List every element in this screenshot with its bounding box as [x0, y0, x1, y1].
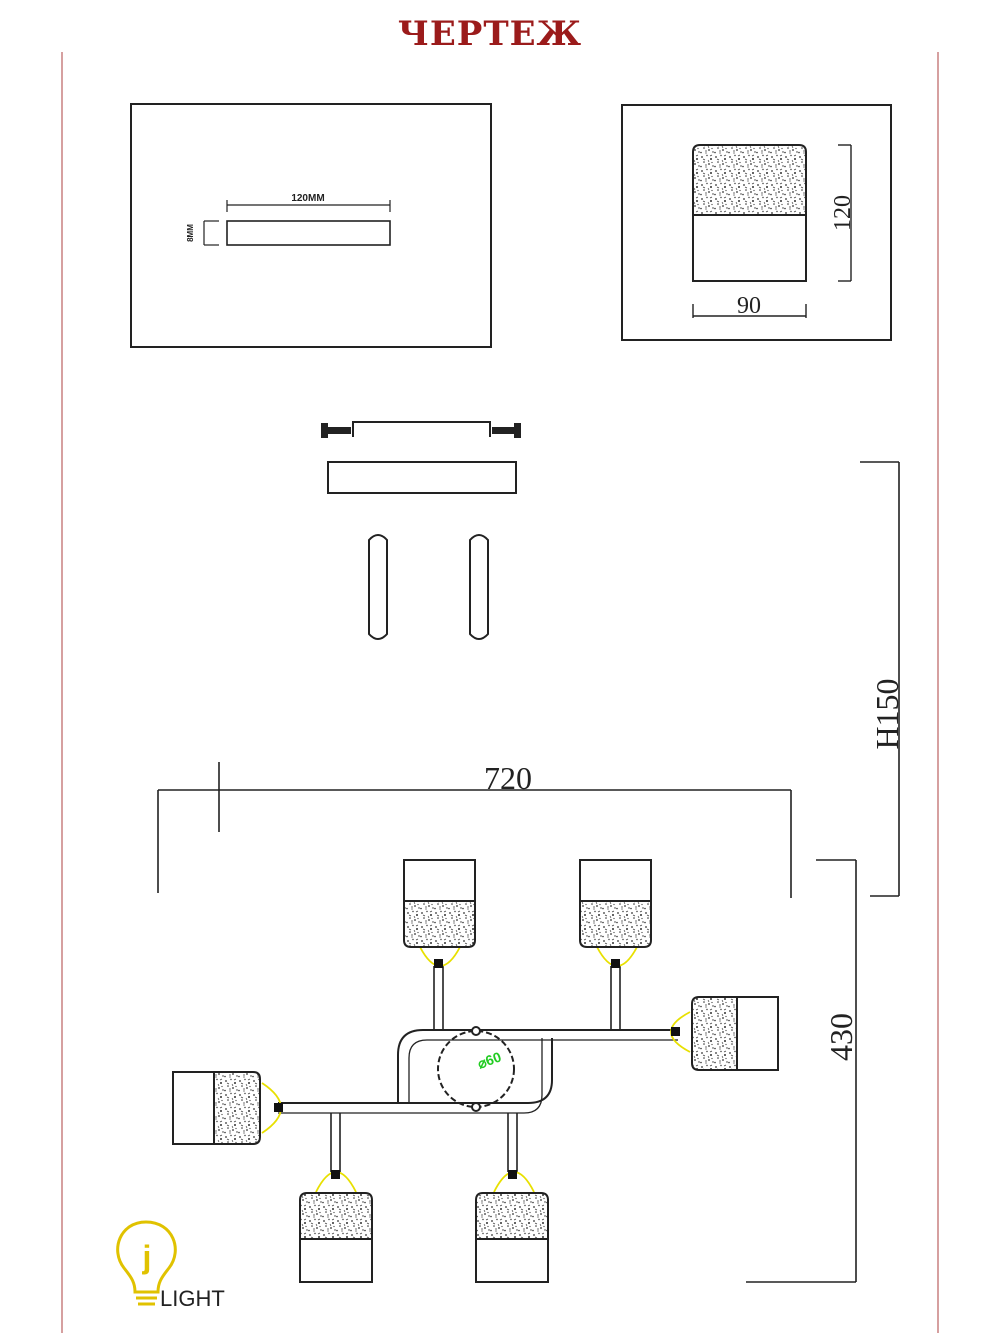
mount-plate-view [130, 103, 492, 348]
support-rod-left [368, 534, 388, 640]
base-screw-top-icon [471, 1026, 481, 1036]
arm-tube-upper [397, 1029, 678, 1103]
screw-right-icon [492, 423, 521, 438]
shade-right [691, 996, 779, 1071]
arm-tube-upper-inner [408, 1039, 678, 1103]
shade-top-right [579, 859, 652, 948]
logo-letter: j [142, 1239, 152, 1275]
shade-width-label: 90 [737, 293, 761, 319]
base-screw-bottom-icon [471, 1102, 481, 1112]
socket-connectors [274, 959, 680, 1179]
page-title: ЧЕРТЕЖ [397, 14, 583, 54]
mount-plate-bar [226, 220, 391, 246]
shade-textured-top [692, 144, 807, 216]
brand-logo: j LIGHT [116, 1220, 225, 1311]
shade-stems [330, 966, 621, 1172]
frame-lines [61, 52, 939, 1333]
plate-length-label: 120MM [291, 193, 324, 204]
plate-height-label: 8MM [186, 224, 195, 242]
bulb-icon [116, 1220, 177, 1294]
depth-dimension [746, 859, 857, 1283]
width-dimension [157, 762, 792, 898]
height-dimension-label: H150 [869, 678, 905, 749]
support-rod-right [469, 534, 489, 640]
shade-view-box [621, 104, 892, 341]
shades [172, 859, 779, 1283]
shade-view [621, 104, 892, 341]
shade-bottom-left [299, 1192, 373, 1283]
logo-text: LIGHT [160, 1286, 225, 1311]
width-dimension-label: 720 [484, 760, 532, 796]
screw-left-icon [321, 423, 351, 438]
depth-dimension-label: 430 [823, 1013, 859, 1061]
mount-plate-view-box [130, 103, 492, 348]
shade-bottom-right [475, 1192, 549, 1283]
arm-tube-lower [278, 1038, 553, 1104]
ceiling-plate [327, 461, 517, 494]
shade-clear-bottom [692, 214, 807, 282]
center-base-circle [437, 1030, 515, 1108]
socket-highlights [261, 946, 691, 1193]
shade-left [172, 1071, 261, 1145]
height-dimension [860, 461, 900, 897]
arm-tube-lower-inner [278, 1038, 543, 1114]
mounting-bracket [352, 421, 491, 437]
shade-top-left [403, 859, 476, 948]
base-diameter-label: ⌀60 [475, 1048, 503, 1071]
shade-height-label: 120 [830, 195, 856, 231]
chandelier-plan [278, 966, 678, 1172]
mounting-hardware [321, 421, 521, 640]
